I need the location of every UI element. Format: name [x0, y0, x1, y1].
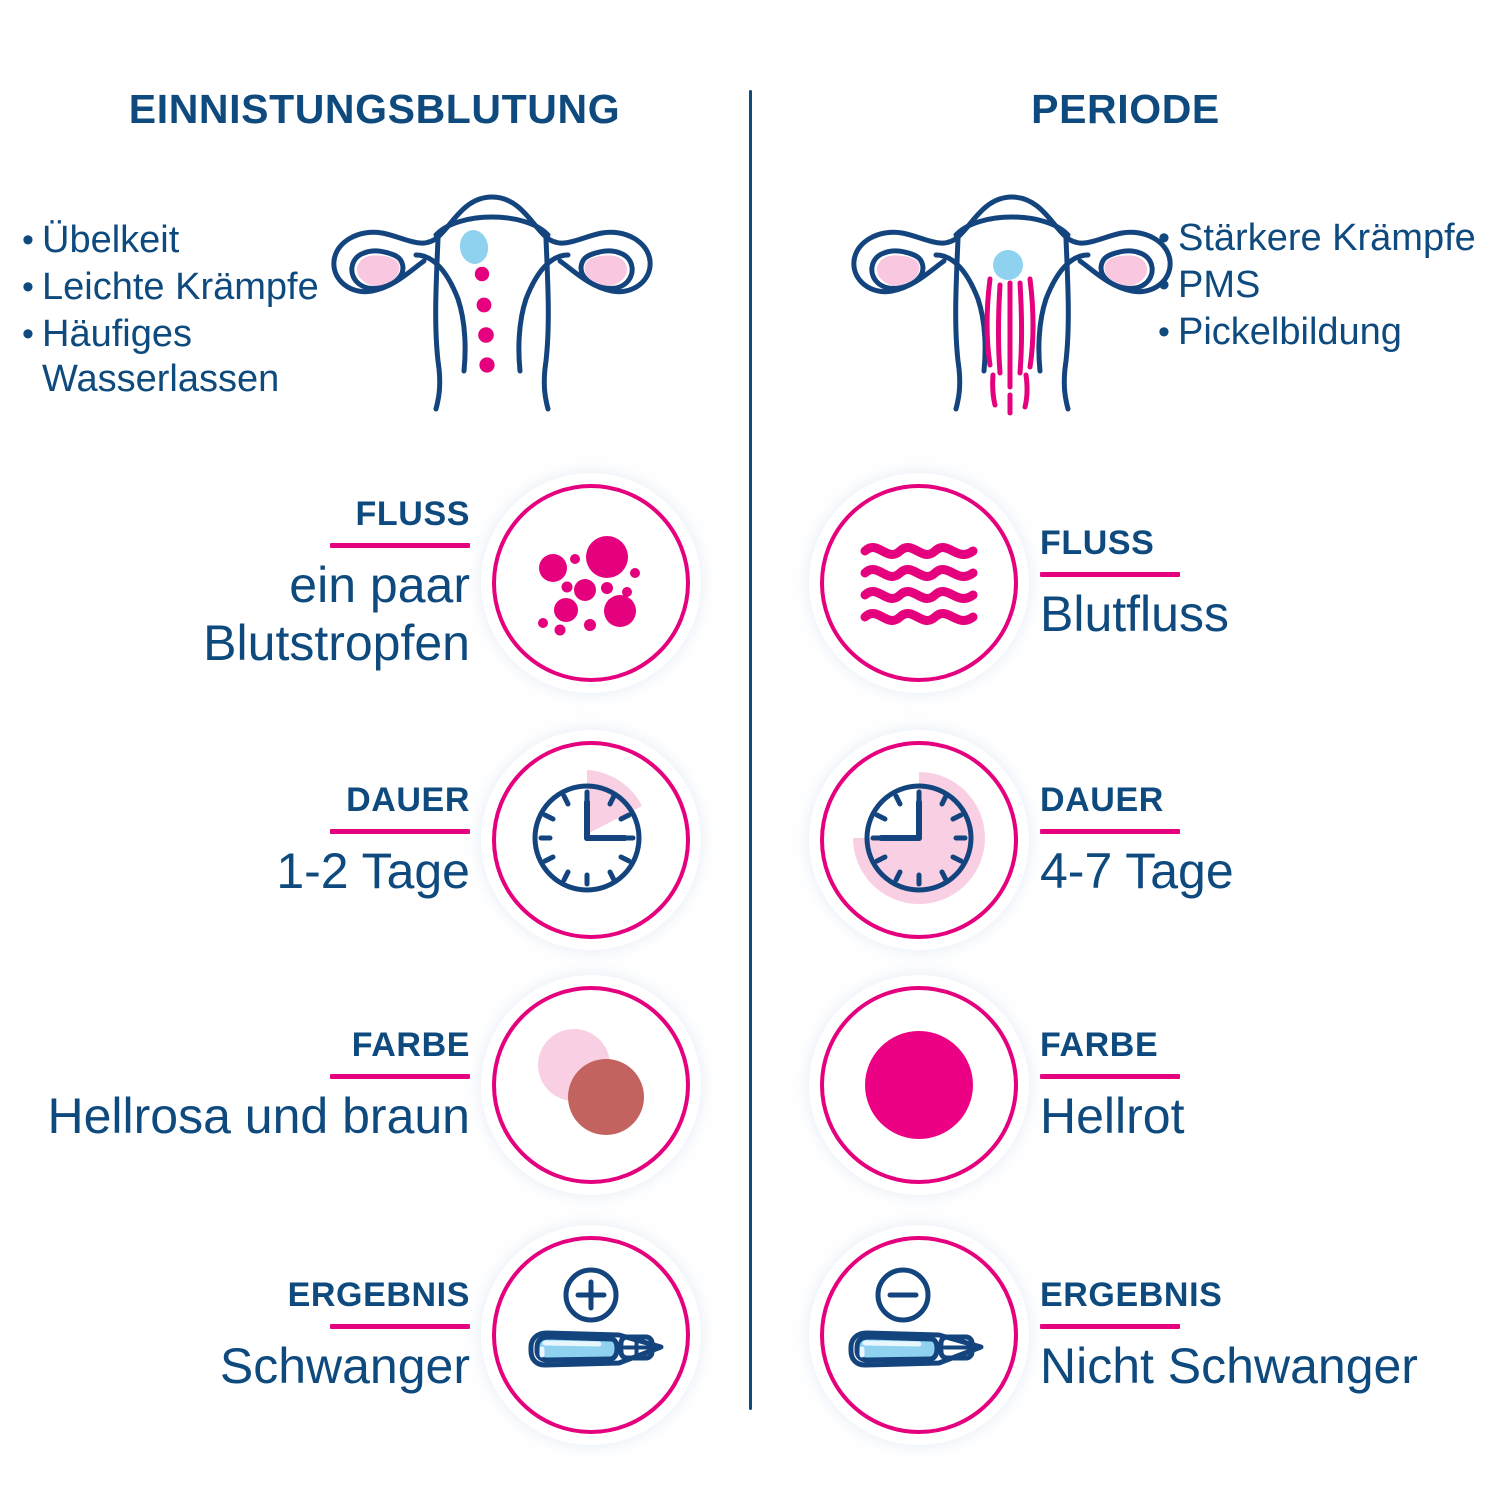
list-item-label: Leichte Krämpfe: [42, 266, 319, 308]
pregnancy-test-positive-icon: [492, 1236, 690, 1434]
fact-label-group: DAUER 1-2 Tage: [10, 781, 492, 900]
bullet-icon: •: [1158, 266, 1170, 304]
fact-row-flow-left: FLUSS ein paar Blutstropfen: [10, 483, 690, 683]
fact-value: Schwanger: [219, 1337, 470, 1394]
symptom-list-right: • Stärkere Krämpfe • PMS • Pickelbildung: [1158, 216, 1478, 357]
fact-row-color-left: FARBE Hellrosa und braun: [10, 985, 690, 1185]
list-item-label: Häufiges Wasserlassen: [42, 313, 280, 400]
list-item: • Stärkere Krämpfe: [1158, 216, 1478, 261]
list-item: • Übelkeit: [22, 218, 342, 263]
fact-label-group: DAUER 4-7 Tage: [1018, 781, 1500, 900]
blood-droplets-icon: [492, 484, 690, 682]
fact-title: FARBE: [351, 1025, 470, 1064]
fact-rule: [1040, 571, 1180, 577]
uterus-implantation-bleeding-icon: [312, 175, 672, 425]
solid-magenta-dot-icon: [820, 986, 1018, 1184]
fact-row-duration-left: DAUER 1-2 Tage: [10, 740, 690, 940]
fact-title: ERGEBNIS: [287, 1275, 470, 1314]
fact-title: FARBE: [1040, 1025, 1159, 1064]
clock-short-duration-icon: [492, 741, 690, 939]
fact-title: DAUER: [1040, 780, 1164, 819]
bullet-icon: •: [22, 268, 34, 306]
column-title-left: EINNISTUNGSBLUTUNG: [128, 86, 621, 132]
fact-rule: [330, 828, 470, 834]
fact-label-group: FLUSS Blutfluss: [1018, 524, 1500, 643]
column-divider: [749, 90, 752, 1410]
list-item: • Häufiges Wasserlassen: [22, 312, 342, 402]
fact-rule: [1040, 1073, 1180, 1079]
fact-value: Hellrosa und braun: [47, 1087, 471, 1144]
symptom-list-left: • Übelkeit • Leichte Krämpfe • Häufiges …: [22, 218, 342, 404]
list-item-label: Übelkeit: [42, 219, 180, 261]
fact-title: ERGEBNIS: [1040, 1275, 1223, 1314]
fact-label-group: FARBE Hellrosa und braun: [10, 1026, 492, 1145]
fact-rule: [1040, 1323, 1180, 1329]
list-item-label: PMS: [1178, 264, 1261, 306]
fact-row-result-right: ERGEBNIS Nicht Schwanger: [820, 1235, 1500, 1435]
fact-rule: [330, 1323, 470, 1329]
uterus-menstruation-icon: [832, 175, 1192, 425]
fact-row-duration-right: DAUER 4-7 Tage: [820, 740, 1500, 940]
list-item: • Leichte Krämpfe: [22, 265, 342, 310]
fact-value: Hellrot: [1040, 1087, 1185, 1144]
fact-title: FLUSS: [355, 494, 470, 533]
fact-value: ein paar Blutstropfen: [203, 556, 470, 671]
fact-value: Blutfluss: [1040, 585, 1229, 642]
bullet-icon: •: [22, 221, 34, 259]
fact-title: FLUSS: [1040, 523, 1155, 562]
fact-value: 1-2 Tage: [276, 842, 470, 899]
fact-label-group: ERGEBNIS Schwanger: [10, 1276, 492, 1395]
fact-value: Nicht Schwanger: [1040, 1337, 1418, 1394]
fact-row-color-right: FARBE Hellrot: [820, 985, 1500, 1185]
pregnancy-test-negative-icon: [820, 1236, 1018, 1434]
blood-flow-waves-icon: [820, 484, 1018, 682]
list-item: • Pickelbildung: [1158, 310, 1478, 355]
two-color-dots-icon: [492, 986, 690, 1184]
fact-rule: [1040, 828, 1180, 834]
fact-value: 4-7 Tage: [1040, 842, 1234, 899]
bullet-icon: •: [1158, 219, 1170, 257]
fact-title: DAUER: [346, 780, 470, 819]
fact-label-group: FARBE Hellrot: [1018, 1026, 1500, 1145]
column-title-right: PERIODE: [1031, 86, 1220, 132]
bullet-icon: •: [1158, 313, 1170, 351]
fact-row-flow-right: FLUSS Blutfluss: [820, 483, 1500, 683]
clock-long-duration-icon: [820, 741, 1018, 939]
list-item: • PMS: [1158, 263, 1478, 308]
fact-rule: [330, 542, 470, 548]
list-item-label: Stärkere Krämpfe: [1178, 217, 1476, 259]
fact-rule: [330, 1073, 470, 1079]
fact-label-group: ERGEBNIS Nicht Schwanger: [1018, 1276, 1500, 1395]
fact-label-group: FLUSS ein paar Blutstropfen: [10, 495, 492, 672]
fact-row-result-left: ERGEBNIS Schwanger: [10, 1235, 690, 1435]
list-item-label: Pickelbildung: [1178, 311, 1402, 353]
bullet-icon: •: [22, 315, 34, 353]
